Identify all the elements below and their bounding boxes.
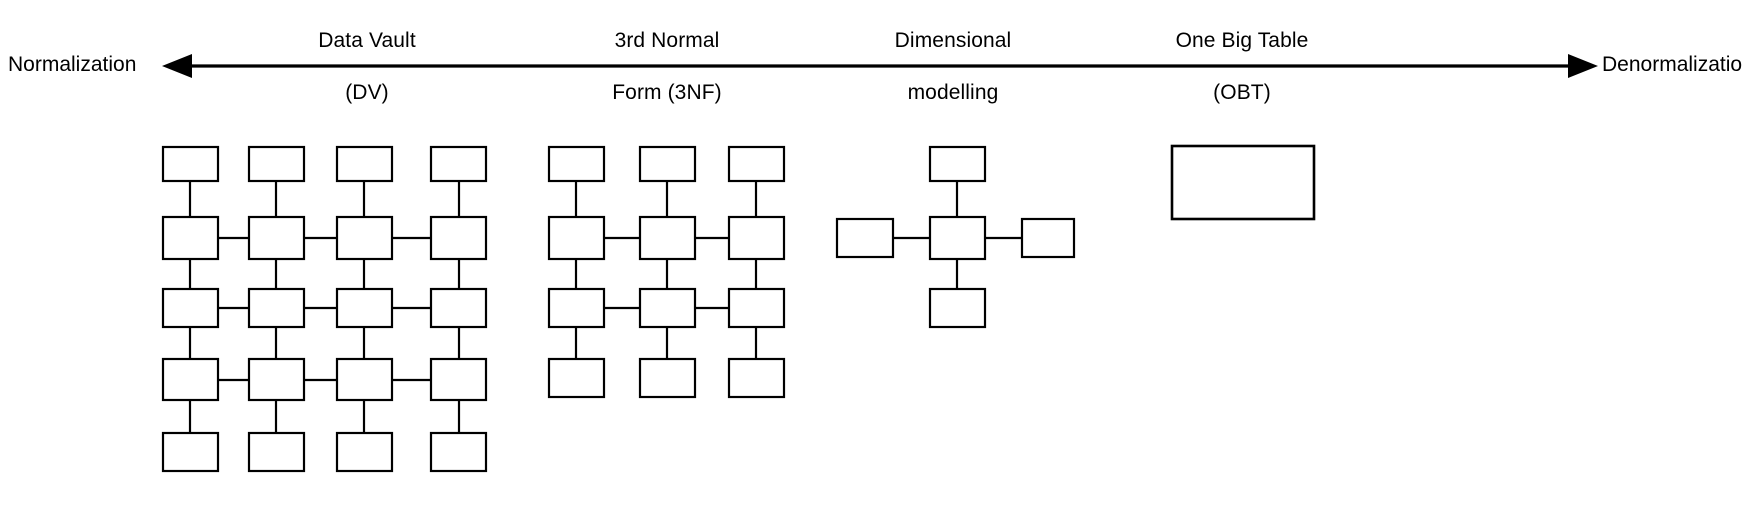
axis-label-denormalization: Denormalization	[1602, 53, 1742, 76]
column-title-line1: Dimensional	[894, 29, 1012, 52]
table-box	[161, 357, 220, 402]
fact-box-center	[928, 215, 987, 261]
table-box	[727, 357, 786, 399]
column-title-line1: One Big Table	[1175, 29, 1309, 52]
model-group-data-vault	[161, 145, 488, 473]
table-box	[429, 287, 488, 329]
table-box	[161, 287, 220, 329]
table-box	[335, 215, 394, 261]
column-title-data-vault: Data Vault (DV)	[217, 2, 517, 132]
table-box	[247, 145, 306, 183]
column-title-dimensional: Dimensional modelling	[803, 2, 1103, 132]
table-box	[638, 287, 697, 329]
dimension-box-right	[1020, 217, 1076, 259]
table-box	[429, 431, 488, 473]
3nf-horizontal-links	[604, 236, 728, 310]
axis-label-normalization: Normalization	[8, 53, 137, 76]
table-box	[247, 357, 306, 402]
table-box	[161, 145, 220, 183]
table-box	[547, 287, 606, 329]
table-box	[429, 145, 488, 183]
table-box	[547, 145, 606, 183]
table-box	[335, 287, 394, 329]
table-box	[247, 431, 306, 473]
column-title-line1: Data Vault	[318, 29, 416, 52]
column-title-line2: Form (3NF)	[612, 81, 722, 104]
column-title-line2: modelling	[907, 81, 999, 104]
dimension-box-left	[835, 217, 895, 259]
table-box	[161, 215, 220, 261]
table-box	[429, 215, 488, 261]
one-big-table-box	[1170, 144, 1316, 221]
table-box	[429, 357, 488, 402]
dimension-box-top	[928, 145, 987, 183]
table-box	[161, 431, 220, 473]
table-box	[335, 145, 394, 183]
table-box	[727, 215, 786, 261]
table-box	[638, 215, 697, 261]
column-title-3nf: 3rd Normal Form (3NF)	[517, 2, 817, 132]
table-box	[727, 145, 786, 183]
table-box	[638, 357, 697, 399]
model-group-obt	[1170, 144, 1316, 221]
model-group-3nf	[547, 145, 786, 399]
table-box	[547, 357, 606, 399]
3nf-vertical-links	[574, 181, 758, 359]
table-box	[247, 287, 306, 329]
table-box	[247, 215, 306, 261]
model-group-dimensional	[835, 145, 1076, 329]
table-box	[335, 357, 394, 402]
table-box	[547, 215, 606, 261]
column-title-line2: (OBT)	[1213, 81, 1271, 104]
column-title-line1: 3rd Normal	[614, 29, 720, 52]
dv-vertical-links	[188, 181, 461, 433]
table-box	[727, 287, 786, 329]
table-box	[638, 145, 697, 183]
column-title-obt: One Big Table (OBT)	[1092, 2, 1392, 132]
dimension-box-bottom	[928, 287, 987, 329]
table-box	[335, 431, 394, 473]
column-title-line2: (DV)	[345, 81, 389, 104]
dv-horizontal-links	[218, 236, 430, 382]
